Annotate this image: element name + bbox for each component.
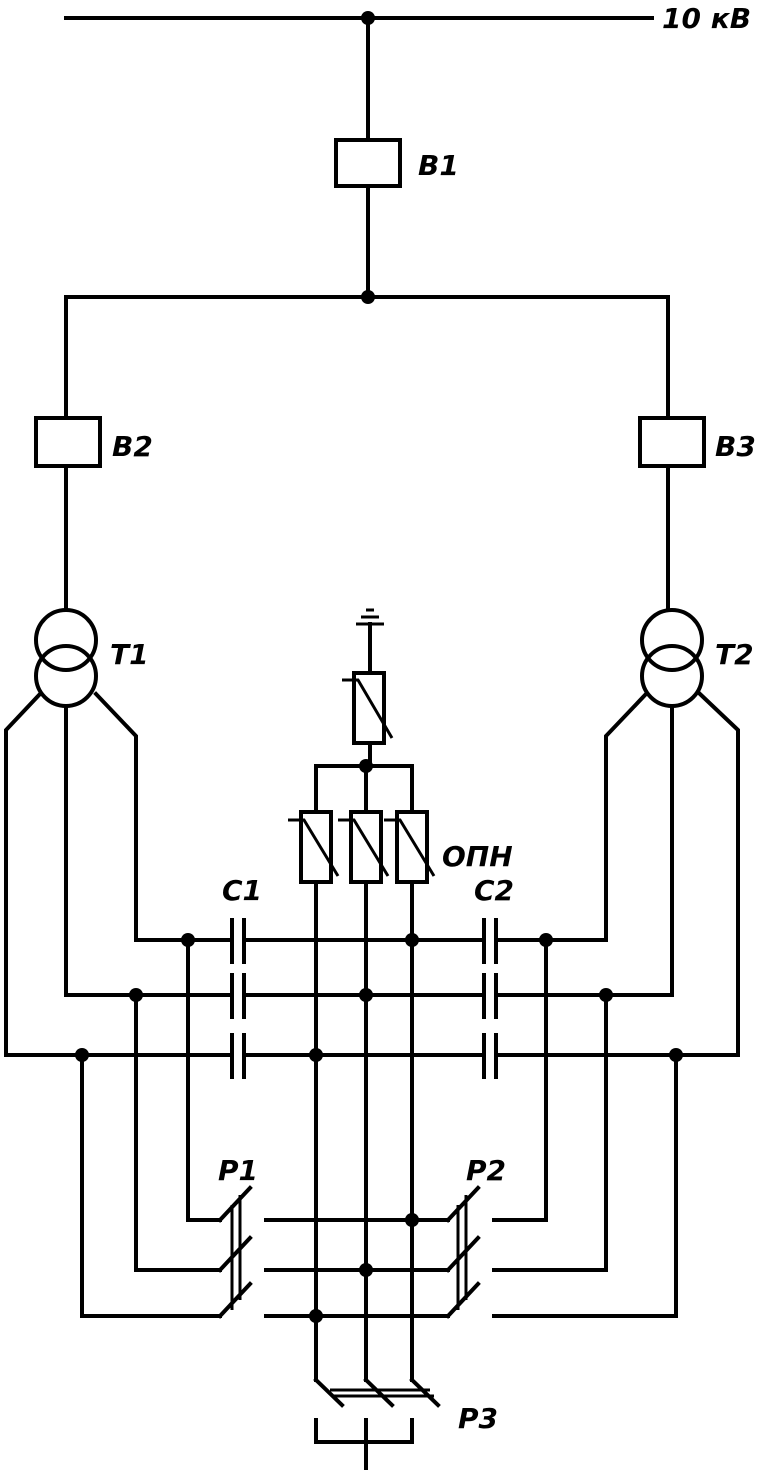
switch-p3-label: Р3 bbox=[458, 1402, 498, 1435]
t2-secondary-leads bbox=[496, 691, 740, 1062]
surge-arresters: ОПН bbox=[288, 764, 513, 884]
transformer-t1: Т1 bbox=[34, 608, 149, 708]
ground-icon bbox=[356, 608, 384, 675]
p2-feed-lines bbox=[492, 938, 678, 1318]
breaker-b3: В3 bbox=[638, 416, 756, 614]
capacitor-c2-label: С2 bbox=[474, 874, 514, 907]
breaker-b2-label: В2 bbox=[112, 430, 153, 463]
switch-p3[interactable]: Р3 bbox=[313, 1377, 498, 1470]
distribution-line bbox=[64, 290, 670, 420]
breaker-b1: В1 bbox=[334, 16, 459, 299]
neutral-arrester bbox=[342, 671, 394, 773]
p1-output-lines bbox=[264, 1213, 450, 1323]
capacitor-bank-c2: С2 bbox=[474, 874, 514, 1079]
switch-p2-label: Р2 bbox=[466, 1154, 506, 1187]
arrester-label: ОПН bbox=[442, 840, 513, 873]
bus-label: 10 кВ bbox=[662, 2, 751, 35]
breaker-b3-label: В3 bbox=[715, 430, 756, 463]
switch-p1-label: Р1 bbox=[218, 1154, 258, 1187]
transformer-t2-label: Т2 bbox=[715, 638, 754, 671]
breaker-b2: В2 bbox=[34, 416, 153, 614]
transformer-t2: Т2 bbox=[640, 608, 754, 708]
switch-p1[interactable]: Р1 bbox=[217, 1154, 258, 1319]
arrester-phase-lines bbox=[314, 880, 414, 1382]
switch-p2[interactable]: Р2 bbox=[445, 1154, 506, 1319]
t1-secondary-leads bbox=[4, 691, 234, 1062]
breaker-b1-label: В1 bbox=[418, 149, 459, 182]
bus-10kv: 10 кВ bbox=[64, 2, 751, 35]
capacitor-bank-c1: С1 bbox=[222, 874, 262, 1079]
capacitor-c1-label: С1 bbox=[222, 874, 262, 907]
transformer-t1-label: Т1 bbox=[110, 638, 149, 671]
p1-feed-lines bbox=[80, 938, 222, 1318]
